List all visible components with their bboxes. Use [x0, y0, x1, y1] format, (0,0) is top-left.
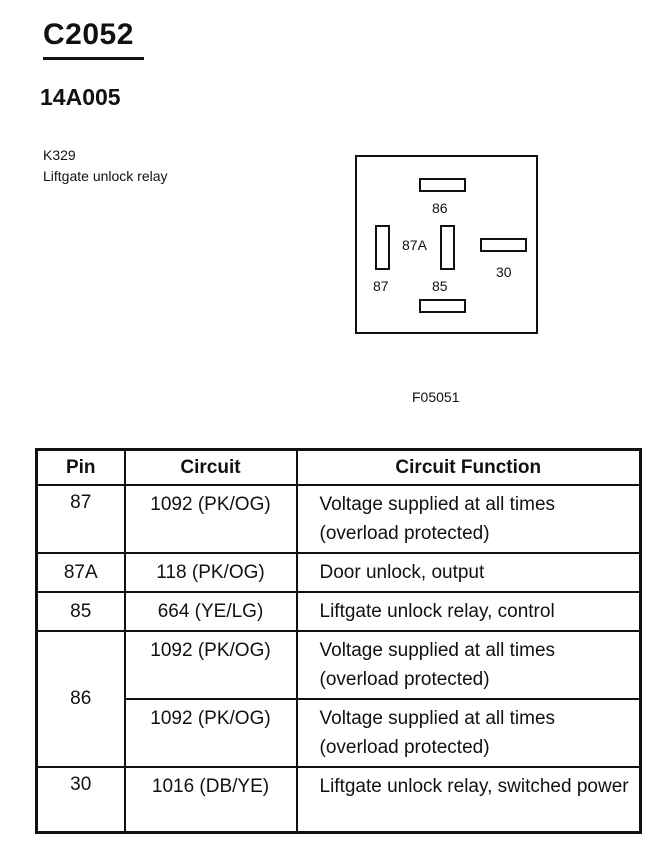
- table-row: 1092 (PK/OG) Voltage supplied at all tim…: [37, 698, 642, 768]
- table-header-row: Pin Circuit Circuit Function: [35, 448, 642, 486]
- pin-86-slot: [419, 178, 466, 192]
- circuit-cell: 1092 (PK/OG): [123, 630, 298, 700]
- table-row: 87A 118 (PK/OG) Door unlock, output: [35, 552, 642, 593]
- table-row: 87 1092 (PK/OG) Voltage supplied at all …: [35, 484, 642, 554]
- pin-87a-label: 87A: [402, 237, 427, 253]
- pin-87-label: 87: [373, 278, 389, 294]
- pin-cell: 86: [35, 630, 126, 768]
- circuit-cell: 1016 (DB/YE): [123, 766, 298, 833]
- function-cell: Voltage supplied at all times (overload …: [295, 630, 642, 700]
- circuit-cell: 1092 (PK/OG): [123, 698, 298, 768]
- header-circuit: Circuit: [123, 448, 298, 486]
- pin-cell: 87: [35, 484, 126, 554]
- pin-87a-slot: [440, 225, 455, 270]
- circuit-cell: 664 (YE/LG): [123, 591, 298, 632]
- header-function: Circuit Function: [295, 448, 642, 486]
- function-cell: Liftgate unlock relay, switched power: [295, 766, 642, 833]
- function-cell: Liftgate unlock relay, control: [295, 591, 642, 632]
- table-row: 30 1016 (DB/YE) Liftgate unlock relay, s…: [35, 766, 642, 833]
- connector-id-underline: [43, 57, 144, 60]
- function-cell: Voltage supplied at all times (overload …: [295, 698, 642, 768]
- table-row: 85 664 (YE/LG) Liftgate unlock relay, co…: [35, 591, 642, 632]
- part-number: 14A005: [40, 84, 121, 110]
- figure-id: F05051: [412, 389, 460, 405]
- circuit-cell: 1092 (PK/OG): [123, 484, 298, 554]
- pin-table: Pin Circuit Circuit Function 87 1092 (PK…: [35, 448, 642, 834]
- pin-86-label: 86: [432, 200, 448, 216]
- pin-cell: 30: [35, 766, 126, 833]
- pin-cell: 87A: [35, 552, 126, 593]
- component-id: K329: [43, 147, 76, 163]
- header-pin: Pin: [35, 448, 126, 486]
- function-cell: Voltage supplied at all times (overload …: [295, 484, 642, 554]
- pin-30-label: 30: [496, 264, 512, 280]
- circuit-cell: 118 (PK/OG): [123, 552, 298, 593]
- pin-87-slot: [375, 225, 390, 270]
- pin-30-slot: [480, 238, 527, 252]
- component-name: Liftgate unlock relay: [43, 168, 168, 184]
- pin-85-label: 85: [432, 278, 448, 294]
- pin-85-slot: [419, 299, 466, 313]
- table-row: 86 1092 (PK/OG) Voltage supplied at all …: [35, 630, 642, 768]
- pin-cell: 85: [35, 591, 126, 632]
- relay-connector-diagram: 86 87A 87 85 30: [355, 155, 538, 334]
- connector-id: C2052: [43, 18, 134, 51]
- function-cell: Door unlock, output: [295, 552, 642, 593]
